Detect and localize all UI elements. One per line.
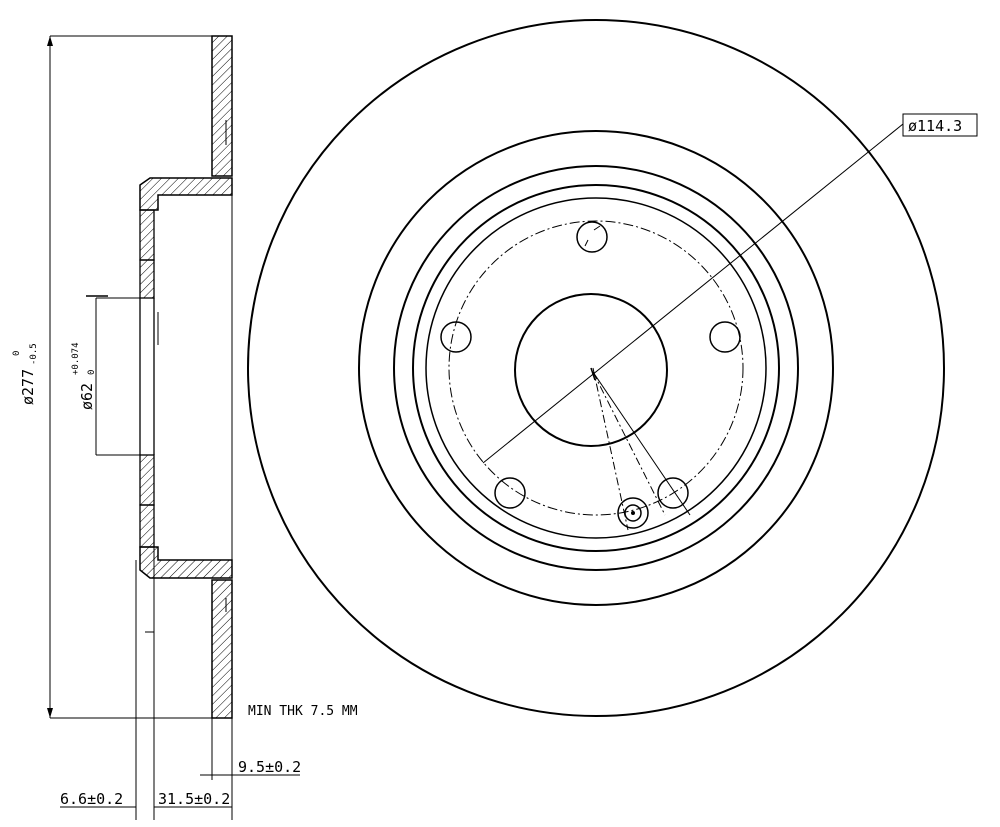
hub-bore-tol-lower: 0 [87, 370, 97, 375]
side-section-view [47, 35, 300, 820]
hub-face-ring [425, 197, 767, 539]
hub-bore-label: ø62 [78, 383, 96, 410]
locating-hole-inner [624, 504, 642, 522]
disc-thickness-label: 9.5±0.2 [238, 758, 301, 776]
hub-face-upper [139, 209, 155, 261]
hat-upper-wall [139, 177, 233, 211]
bolt-hole-upper-left [440, 321, 472, 353]
hub-bore-tol-upper: +0.074 [71, 342, 81, 375]
overall-height-label: 31.5±0.2 [158, 790, 230, 808]
bolt-hole-lower-left [494, 477, 526, 509]
dimension-labels: ø277 0 -0.5 ø62 +0.074 0 ø114.3 MIN THK … [12, 117, 962, 808]
pcd-circle [448, 220, 744, 516]
lower-disc-section [211, 579, 233, 719]
locating-hole-outer [617, 497, 649, 529]
upper-disc-section [211, 35, 233, 177]
bolt-hole-upper-right [709, 321, 741, 353]
front-view [247, 19, 978, 717]
pcd-label: ø114.3 [908, 117, 962, 135]
outer-diameter-tol-lower: -0.5 [29, 343, 39, 365]
hub-face-lower [139, 504, 155, 548]
disc-outer-edge [247, 19, 945, 717]
hat-inner-ring-1 [393, 165, 799, 571]
hat-lower-wall [139, 546, 233, 579]
hat-offset-label: 6.6±0.2 [60, 790, 123, 808]
outer-diameter-label: ø277 [19, 369, 37, 405]
min-thickness-label: MIN THK 7.5 MM [248, 704, 358, 719]
outer-diameter-tol-upper: 0 [12, 351, 22, 356]
hat-outer-ring [358, 130, 834, 606]
bolt-hole-top [576, 221, 608, 253]
hat-inner-ring-2 [412, 184, 780, 552]
center-bore [514, 293, 668, 447]
hub-face-mid-lower [139, 454, 155, 506]
bolt-hole-lower-right [657, 477, 689, 509]
hub-face-mid-upper [139, 259, 155, 299]
